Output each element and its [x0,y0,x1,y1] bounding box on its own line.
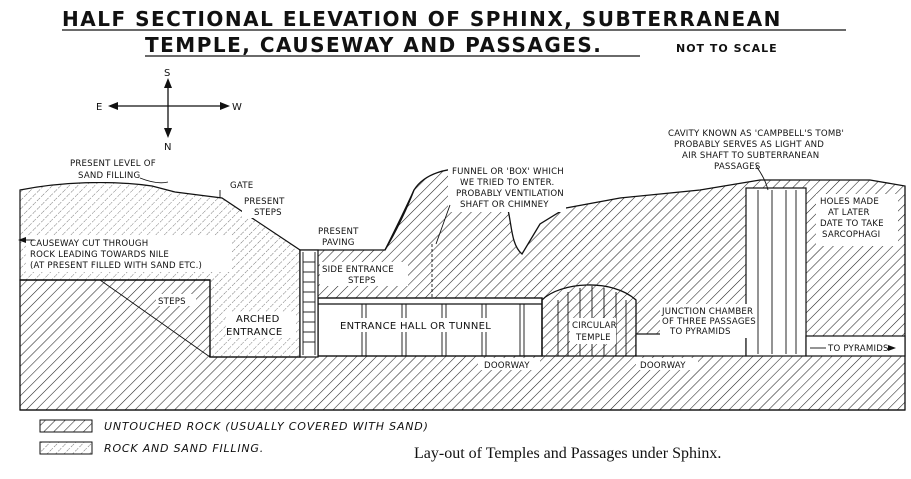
to-pyramids-label: TO PYRAMIDS [827,344,889,354]
compass-s-label: S [164,68,170,79]
compass-east-arrow-icon [108,102,118,110]
side-entrance-shaft [299,249,319,358]
to-pyramids-arrow-icon [888,345,896,351]
circular-temple-label-1: CIRCULAR [572,321,617,331]
gate-label: GATE [230,181,253,191]
figure-caption: Lay-out of Temples and Passages under Sp… [414,445,721,462]
side-entrance-ladder [302,252,316,355]
cavity-label-4: PASSAGES [714,162,760,172]
present-steps-label-1: PRESENT [244,197,285,207]
present-paving-label-1: PRESENT [318,227,359,237]
present-level-label-1: PRESENT LEVEL OF [70,159,156,169]
compass-n-label: N [164,142,171,153]
compass-west-arrow-icon [220,102,230,110]
causeway-arrow-icon [18,237,26,243]
arched-entrance-label-1: ARCHED [236,314,280,325]
compass-rose: S N E W [96,68,242,153]
funnel-leader [435,204,451,245]
present-steps-label-2: STEPS [254,208,282,218]
legend: UNTOUCHED ROCK (USUALLY COVERED WITH SAN… [39,419,429,455]
labels: PRESENT LEVEL OF SAND FILLING GATE PRESE… [18,129,898,371]
circular-temple-label-2: TEMPLE [575,333,611,343]
present-level-leader [139,177,169,184]
circular-temple-chamber [541,284,637,357]
compass-north-arrow-icon [164,78,172,88]
funnel-label-1: FUNNEL OR 'BOX' WHICH [452,167,564,177]
junction-label-2: OF THREE PASSAGES [662,317,756,327]
side-entrance-label-1: SIDE ENTRANCE [322,265,394,275]
title-line-2: TEMPLE, CAUSEWAY AND PASSAGES. [145,33,602,57]
causeway-label-1: CAUSEWAY CUT THROUGH [30,239,148,249]
cavity-label-3: AIR SHAFT TO SUBTERRANEAN [682,151,819,161]
holes-label-1: HOLES MADE [820,197,879,207]
causeway-label-2: ROCK LEADING TOWARDS NILE [30,250,169,260]
sphinx-chest-outline [384,189,415,251]
arched-entrance-label-2: ENTRANCE [226,327,282,338]
compass-e-label: E [96,102,102,113]
steps-diagonal [99,279,211,358]
doorway-label-1: DOORWAY [484,361,530,371]
funnel-label-3: PROBABLY VENTILATION [456,189,564,199]
funnel-label-2: WE TRIED TO ENTER. [460,178,554,188]
legend-fill-swatch [39,441,93,455]
doorway-label-2: DOORWAY [640,361,686,371]
funnel-label-4: SHAFT OR CHIMNEY [460,200,549,210]
causeway-label-3: (AT PRESENT FILLED WITH SAND ETC.) [30,261,202,271]
cavity-leader [755,165,769,191]
holes-label-4: SARCOPHAGI [822,230,880,240]
holes-label-2: AT LATER [828,208,870,218]
title-line-1: HALF SECTIONAL ELEVATION OF SPHINX, SUBT… [62,7,782,31]
legend-rock-swatch [39,419,93,433]
legend-fill-label: ROCK AND SAND FILLING. [104,442,264,455]
cavity-label-1: CAVITY KNOWN AS 'CAMPBELL'S TOMB' [668,129,844,139]
junction-label-1: JUNCTION CHAMBER [661,307,753,317]
compass-south-arrow-icon [164,128,172,138]
cavity-label-2: PROBABLY SERVES AS LIGHT AND [674,140,824,150]
present-level-label-2: SAND FILLING [78,171,140,181]
title-block: HALF SECTIONAL ELEVATION OF SPHINX, SUBT… [62,7,846,57]
compass-w-label: W [232,102,242,113]
present-paving-label-2: PAVING [322,238,355,248]
pyramid-passage [805,335,906,357]
tomb-shaft-lines [757,190,797,354]
side-entrance-label-2: STEPS [348,276,376,286]
junction-label-3: TO PYRAMIDS [669,327,731,337]
holes-label-3: DATE TO TAKE [820,219,884,229]
not-to-scale-label: NOT TO SCALE [676,42,778,55]
entrance-hall-label: ENTRANCE HALL OR TUNNEL [340,321,491,332]
legend-rock-label: UNTOUCHED ROCK (USUALLY COVERED WITH SAN… [104,420,429,433]
steps-label: STEPS [158,297,186,307]
